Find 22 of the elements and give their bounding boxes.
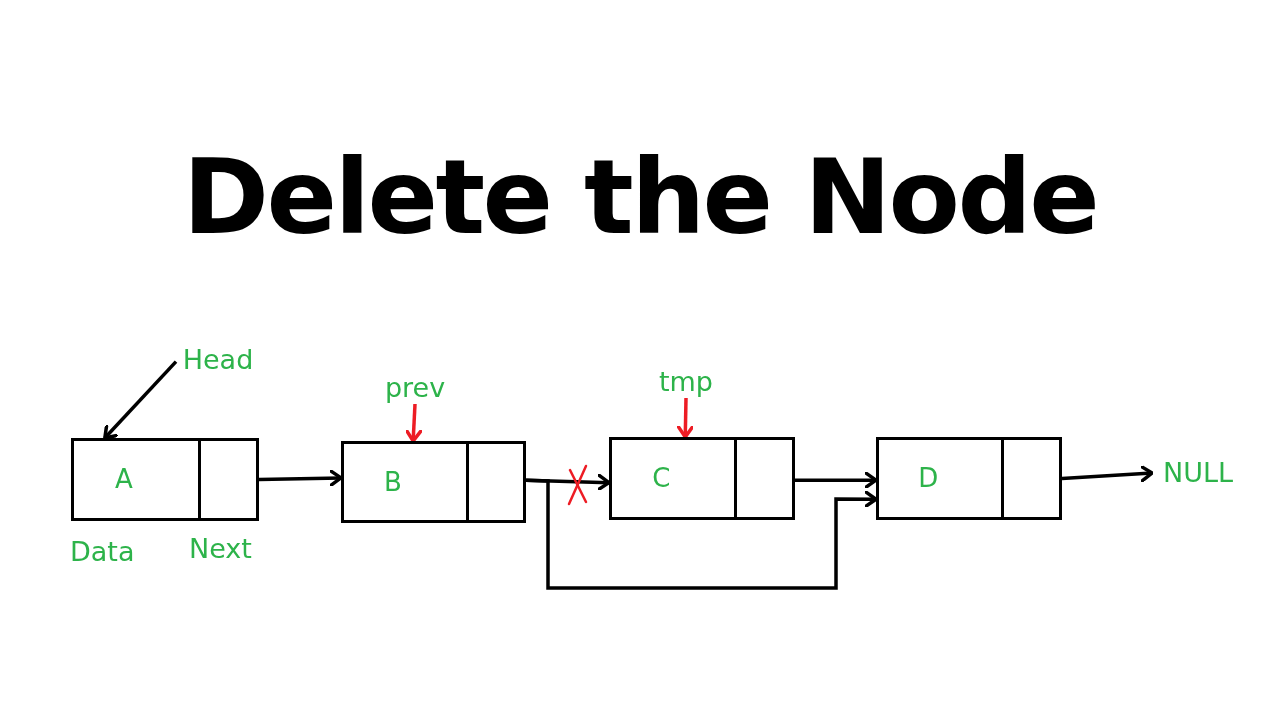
list-node-box bbox=[71, 438, 259, 521]
pointer-label: Head bbox=[176, 344, 260, 376]
arrow bbox=[795, 471, 878, 489]
arrow bbox=[525, 478, 878, 590]
field-label: Next bbox=[189, 532, 252, 566]
list-node-box bbox=[609, 437, 795, 520]
arrow bbox=[258, 469, 343, 487]
pointer-label: tmp bbox=[660, 366, 712, 398]
arrow bbox=[1061, 464, 1154, 483]
title: Delete the Node bbox=[182, 140, 1098, 255]
list-node-box bbox=[341, 441, 526, 523]
node-value: C bbox=[652, 462, 671, 495]
node-value: A bbox=[114, 463, 133, 496]
pointer-label: prev bbox=[382, 372, 448, 404]
arrow bbox=[676, 397, 695, 439]
field-label: Data bbox=[70, 535, 135, 569]
pointer-label: NULL bbox=[1152, 456, 1244, 490]
arrow bbox=[404, 403, 423, 443]
arrow bbox=[103, 360, 178, 440]
node-value: B bbox=[383, 465, 402, 499]
node-value: D bbox=[918, 462, 939, 495]
list-node-box bbox=[876, 437, 1062, 520]
